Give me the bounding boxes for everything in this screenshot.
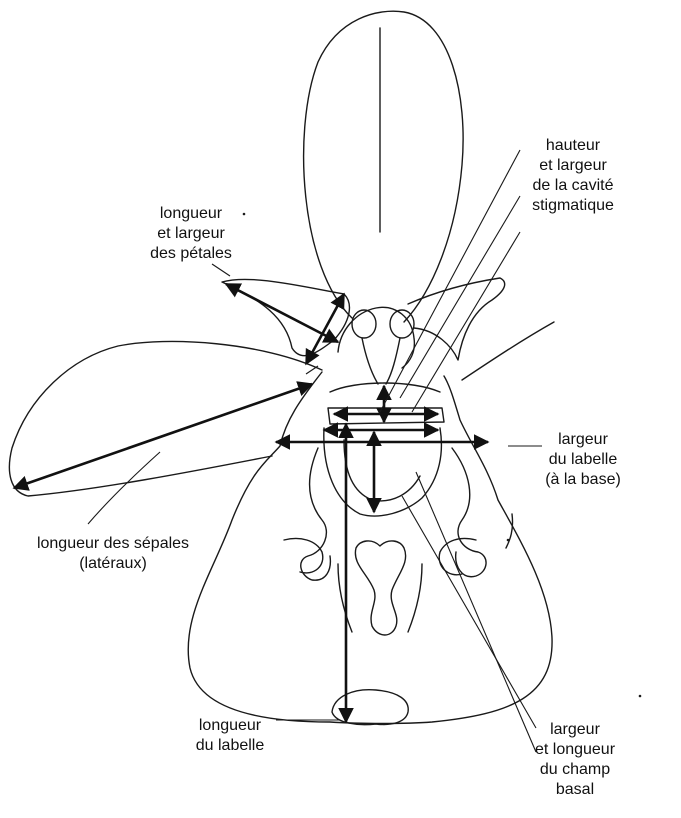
sepal-length-arrow <box>14 384 312 488</box>
label-line: longueur <box>126 204 256 224</box>
labellum-appendage <box>332 690 408 725</box>
label-line: (à la base) <box>528 470 638 490</box>
leader-cavity-1 <box>380 150 520 412</box>
label-line: longueur des sépales <box>8 534 218 554</box>
right-petal <box>408 278 505 360</box>
label-labelle-longueur: longueur du labelle <box>180 716 280 756</box>
label-line: (latéraux) <box>8 554 218 574</box>
leader-petales-2 <box>306 366 318 374</box>
leader-sepales <box>88 452 160 524</box>
label-line: du labelle <box>528 450 638 470</box>
left-caudicle <box>362 338 378 384</box>
basal-field-inner <box>344 440 420 501</box>
labellum-outline <box>188 372 552 724</box>
left-boss <box>301 448 331 580</box>
speculum-left <box>284 539 323 573</box>
right-lateral-sepal <box>462 322 554 380</box>
label-line: stigmatique <box>508 196 638 216</box>
leader-cavity-2 <box>400 196 520 398</box>
label-line: de la cavité <box>508 176 638 196</box>
label-labelle-base: largeur du labelle (à la base) <box>528 430 638 490</box>
stigmatic-cavity <box>328 408 444 424</box>
speck <box>639 695 642 698</box>
label-line: des pétales <box>126 244 256 264</box>
label-line: du labelle <box>180 736 280 756</box>
label-line: longueur <box>180 716 280 736</box>
leader-basal-2 <box>416 472 536 752</box>
right-caudicle <box>386 338 400 384</box>
label-line: largeur <box>520 720 630 740</box>
label-line: du champ <box>520 760 630 780</box>
leader-petales <box>212 264 230 276</box>
label-line: hauteur <box>508 136 638 156</box>
label-line: largeur <box>528 430 638 450</box>
left-pollinium <box>352 310 376 338</box>
label-line: et largeur <box>126 224 256 244</box>
label-cavite-stigmatique: hauteur et largeur de la cavité stigmati… <box>508 136 638 216</box>
label-sepales: longueur des sépales (latéraux) <box>8 534 218 574</box>
stripe-right <box>408 564 422 632</box>
label-line: et longueur <box>520 740 630 760</box>
speck <box>507 539 510 542</box>
label-petales: longueur et largeur des pétales <box>126 204 256 264</box>
leader-basal-1 <box>402 496 536 728</box>
label-line: et largeur <box>508 156 638 176</box>
label-line: basal <box>520 780 630 800</box>
dorsal-sepal <box>304 11 464 322</box>
speculum-center <box>355 541 405 635</box>
right-boss <box>452 448 486 577</box>
label-champ-basal: largeur et longueur du champ basal <box>520 720 630 800</box>
